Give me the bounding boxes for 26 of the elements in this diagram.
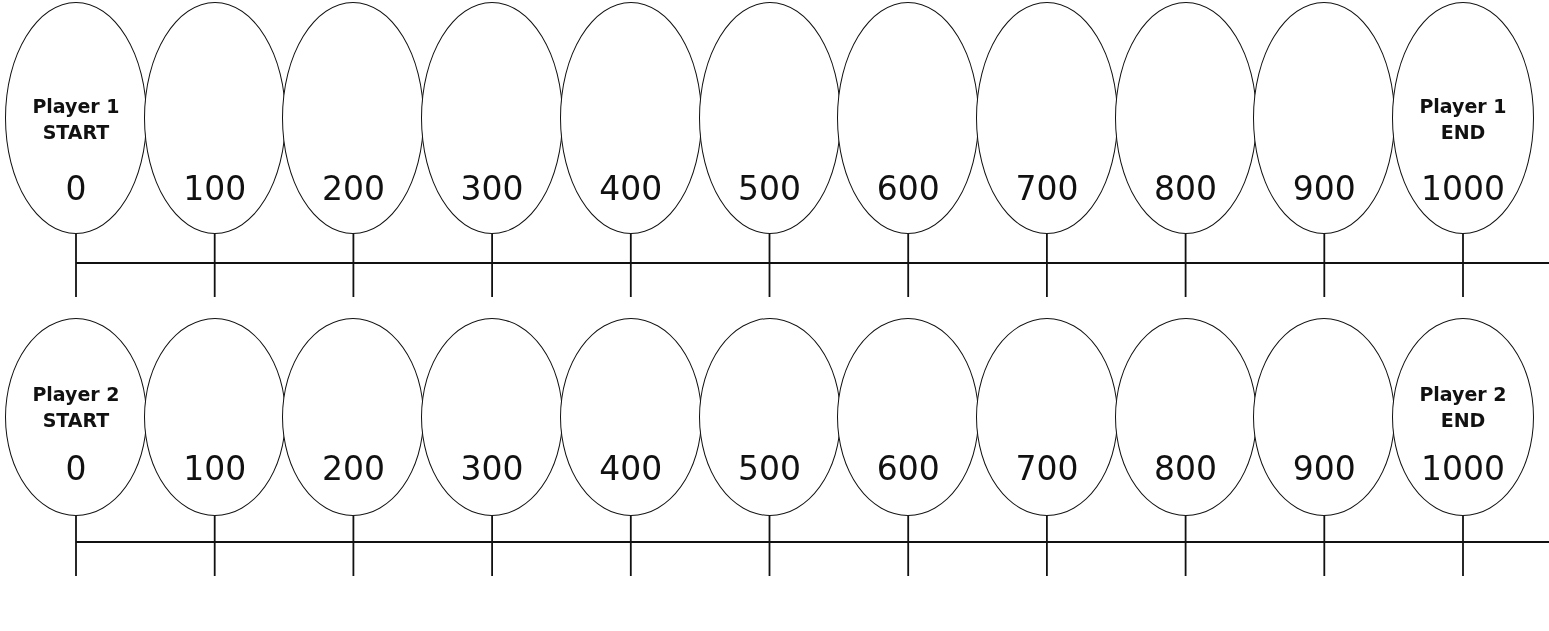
number-label: 500 [737, 169, 802, 209]
number-label: 200 [320, 449, 386, 489]
number-label: 1000 [1420, 449, 1506, 489]
number-label: 900 [1291, 169, 1357, 209]
number-label: 700 [1014, 169, 1080, 209]
number-label: 600 [875, 449, 941, 489]
number-label: 100 [182, 449, 248, 489]
number-label: 700 [1014, 449, 1080, 489]
player-label: Player 2 START [31, 382, 121, 433]
number-label: 600 [875, 169, 941, 209]
player-label: Player 1 END [1418, 94, 1508, 145]
number-label: 800 [1153, 449, 1219, 489]
player-label: Player 1 START [31, 94, 121, 145]
player-label: Player 2 END [1418, 382, 1508, 433]
number-label: 100 [182, 169, 248, 209]
number-label: 300 [459, 169, 525, 209]
number-label: 500 [737, 449, 802, 489]
number-label: 200 [320, 169, 386, 209]
number-label: 300 [459, 449, 525, 489]
number-label: 1000 [1420, 169, 1506, 209]
number-label: 400 [598, 169, 664, 209]
number-label: 400 [598, 449, 664, 489]
number-label: 0 [64, 449, 88, 489]
number-label: 800 [1153, 169, 1219, 209]
number-label: 0 [64, 169, 88, 209]
number-label: 900 [1291, 449, 1357, 489]
